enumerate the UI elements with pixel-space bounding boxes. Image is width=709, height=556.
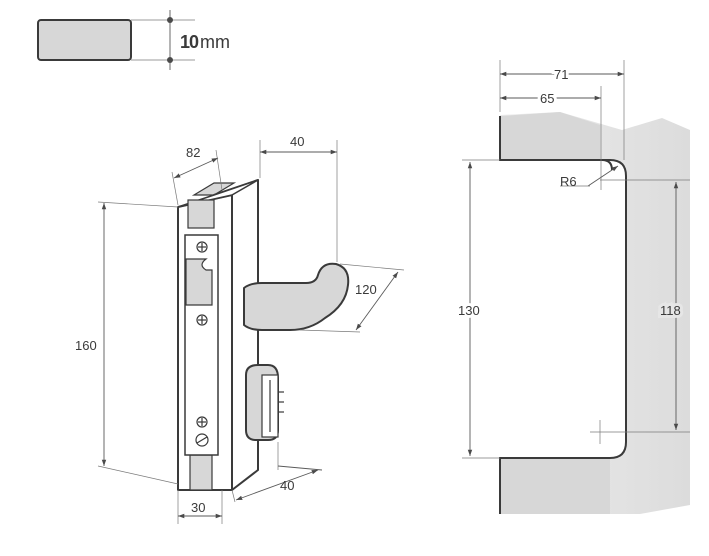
screw-icon xyxy=(196,416,208,428)
glass-section xyxy=(37,19,132,61)
screw-icon xyxy=(195,433,209,447)
lock-cylinder xyxy=(245,364,284,441)
strike-profile: 71 65 R6 130 118 xyxy=(455,60,690,514)
dim-lock-height: 160 xyxy=(75,338,97,353)
dim-strike-outer-width: 71 xyxy=(554,67,568,82)
lever-handle xyxy=(243,262,350,331)
dim-strike-radius: R6 xyxy=(560,174,577,189)
glass-thickness-value: 10 xyxy=(180,32,199,52)
strike-top-flange xyxy=(500,112,600,160)
dim-cylinder-depth: 40 xyxy=(280,478,294,493)
dim-strike-inner-height: 118 xyxy=(660,303,681,318)
glass-thickness-unit: mm xyxy=(200,32,230,52)
dim-handle-length: 120 xyxy=(355,282,377,297)
glass-slot-bottom xyxy=(189,454,213,491)
lock-assembly: 82 40 120 160 30 40 xyxy=(75,134,405,524)
screw-icon xyxy=(196,241,208,253)
wall-background xyxy=(500,112,690,514)
dim-strike-inner-width: 65 xyxy=(540,91,554,106)
latch xyxy=(185,258,213,306)
dim-lock-width-top: 82 xyxy=(186,145,200,160)
glass-slot-top xyxy=(191,182,237,196)
dim-strike-outer-height: 130 xyxy=(458,303,480,318)
dim-handle-offset: 40 xyxy=(290,134,304,149)
glass-thickness-detail: 10 mm xyxy=(37,10,230,70)
dim-lock-base-width: 30 xyxy=(191,500,205,515)
strike-bottom-flange xyxy=(500,458,610,514)
screw-icon xyxy=(196,314,208,326)
